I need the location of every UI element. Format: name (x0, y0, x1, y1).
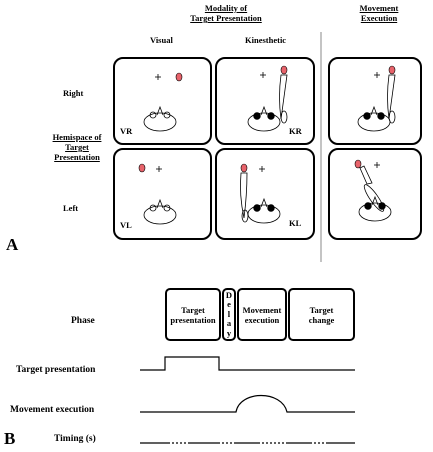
phase-target-presentation-line2: presentation (170, 314, 216, 325)
arm-icon (279, 74, 288, 124)
target-dot (175, 72, 183, 82)
phase-box-target-change: Target change (288, 288, 355, 341)
target-dot (354, 159, 362, 169)
phase-delay-e: e (227, 299, 231, 310)
hemispace-label: Hemispace of Target Presentation (42, 132, 112, 162)
movement-execution-header: Movement Execution (344, 3, 414, 23)
phase-delay-d: D (225, 289, 233, 300)
modality-header: Modality of Target Presentation (166, 3, 286, 23)
phase-box-delay: D e l a y (222, 288, 236, 341)
panel-vl: VL (113, 148, 212, 240)
hemispace-label-line1: Hemispace of (52, 132, 102, 142)
section-label-b: B (4, 429, 16, 448)
row-label-target-presentation: Target presentation (16, 365, 96, 375)
panel-label-vl: VL (120, 220, 132, 230)
fixation-cross (374, 162, 380, 168)
head-icon (143, 198, 177, 225)
visual-header: Visual (150, 35, 173, 45)
movement-execution-header-line2: Execution (360, 13, 398, 23)
panel-label-kr: KR (289, 126, 302, 136)
phase-target-presentation-line1: Target (181, 304, 205, 315)
modality-header-line2: Target Presentation (190, 13, 262, 23)
head-icon (247, 105, 281, 132)
head-icon (247, 197, 281, 224)
fixation-cross (155, 74, 161, 80)
phase-delay-a: a (226, 318, 232, 329)
panel-execution-left (328, 148, 422, 240)
panel-kr: KR (215, 57, 315, 145)
target-dot (240, 163, 248, 173)
phase-delay-l: l (227, 308, 231, 319)
movement-execution-trace (140, 394, 355, 413)
panel-kl: KL (215, 148, 315, 240)
panel-vr: VR (113, 57, 212, 145)
phase-box-target-presentation: Target presentation (165, 288, 221, 341)
target-dot (138, 163, 146, 173)
modality-header-line1: Modality of (204, 3, 248, 13)
phase-delay-y: y (226, 327, 232, 338)
kinesthetic-header: Kinesthetic (245, 35, 287, 45)
hemispace-label-line3: Presentation (54, 152, 100, 162)
phase-box-movement-execution: Movement execution (237, 288, 287, 341)
row-label-movement-execution: Movement execution (10, 405, 95, 415)
phase-movement-execution-line2: execution (244, 314, 280, 325)
row-label-right: Right (63, 88, 84, 98)
head-icon (358, 195, 392, 222)
fixation-cross (374, 72, 380, 78)
phase-target-change-line1: Target (309, 304, 334, 315)
phase-movement-execution-line1: Movement (242, 304, 282, 315)
hemispace-label-line2: Target (65, 142, 89, 152)
row-label-left: Left (63, 203, 79, 213)
fixation-cross (156, 166, 162, 172)
fixation-cross (259, 166, 265, 172)
target-presentation-trace (140, 356, 355, 371)
movement-execution-header-line1: Movement (359, 3, 399, 13)
panel-execution-right (328, 57, 422, 145)
panel-label-kl: KL (289, 218, 302, 228)
fixation-cross (260, 72, 266, 78)
section-label-a: A (6, 235, 19, 254)
head-icon (357, 105, 391, 132)
target-dot (388, 65, 396, 75)
arm-icon (359, 165, 385, 212)
phase-label: Phase (71, 316, 95, 326)
phase-target-change-line2: change (308, 314, 335, 325)
head-icon (143, 105, 177, 132)
row-label-timing: Timing (s) (54, 434, 96, 444)
target-dot (280, 65, 288, 75)
panel-label-vr: VR (120, 126, 133, 136)
